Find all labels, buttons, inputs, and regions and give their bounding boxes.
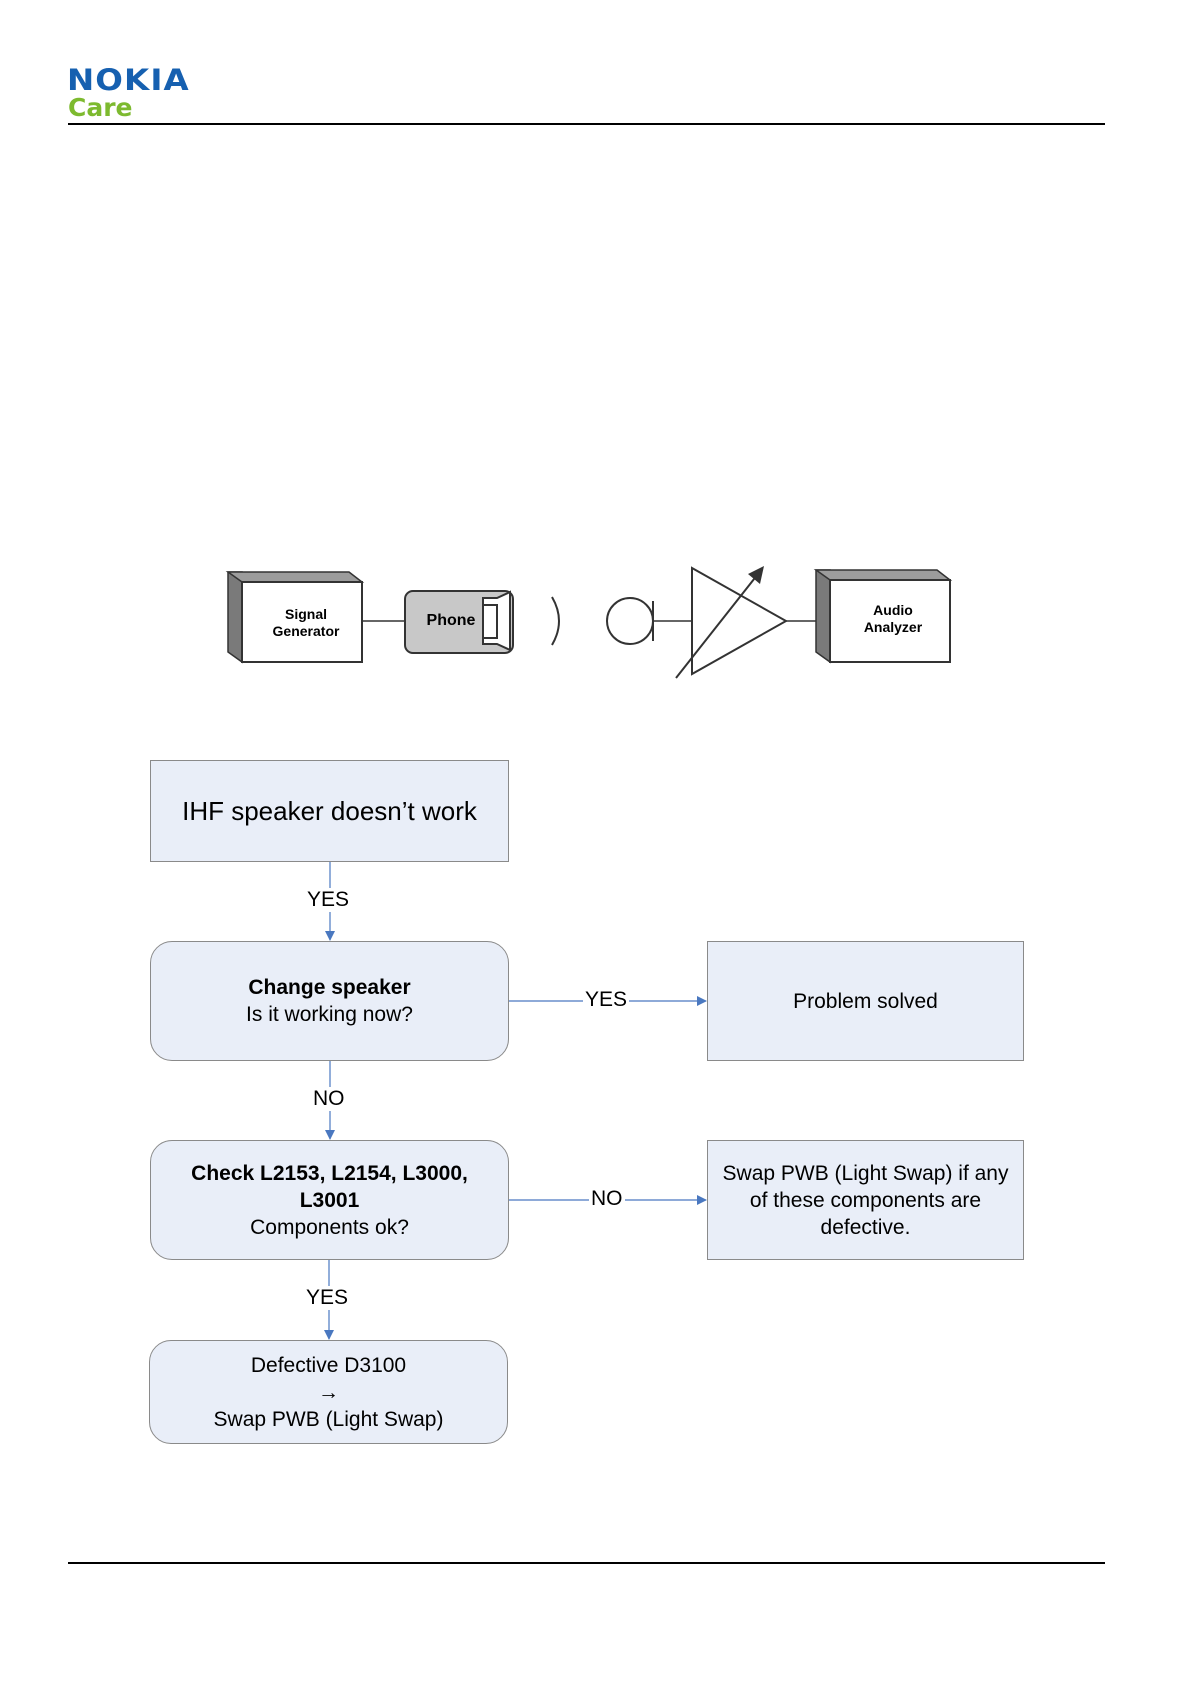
flow-end-box: Defective D3100 → Swap PWB (Light Swap) bbox=[149, 1340, 508, 1444]
flow-end-arrow: → bbox=[318, 1379, 339, 1406]
flow-step2-box: Check L2153, L2154, L3000, L3001 Compone… bbox=[150, 1140, 509, 1260]
footer-rule bbox=[68, 1562, 1105, 1564]
label-yes-step1-solved: YES bbox=[583, 988, 629, 1012]
flow-step2-title: Check L2153, L2154, L3000, L3001 bbox=[175, 1160, 485, 1214]
flow-step1-question: Is it working now? bbox=[246, 1001, 413, 1028]
flow-end-line1: Defective D3100 bbox=[251, 1352, 406, 1379]
flow-start-box: IHF speaker doesn’t work bbox=[150, 760, 509, 862]
label-yes-step2-end: YES bbox=[304, 1286, 350, 1310]
flow-end-line2: Swap PWB (Light Swap) bbox=[214, 1406, 444, 1433]
flow-solved-text: Problem solved bbox=[793, 988, 938, 1015]
label-yes-start-step1: YES bbox=[305, 888, 351, 912]
flow-swap-box: Swap PWB (Light Swap) if any of these co… bbox=[707, 1140, 1024, 1260]
label-no-step2-swap: NO bbox=[589, 1187, 625, 1211]
flow-step1-box: Change speaker Is it working now? bbox=[150, 941, 509, 1061]
flow-solved-box: Problem solved bbox=[707, 941, 1024, 1061]
flow-step1-title: Change speaker bbox=[248, 974, 410, 1001]
label-no-step1-step2: NO bbox=[311, 1087, 347, 1111]
flow-swap-text: Swap PWB (Light Swap) if any of these co… bbox=[716, 1160, 1016, 1241]
flow-start-text: IHF speaker doesn’t work bbox=[182, 798, 477, 825]
flow-step2-question: Components ok? bbox=[250, 1214, 409, 1241]
